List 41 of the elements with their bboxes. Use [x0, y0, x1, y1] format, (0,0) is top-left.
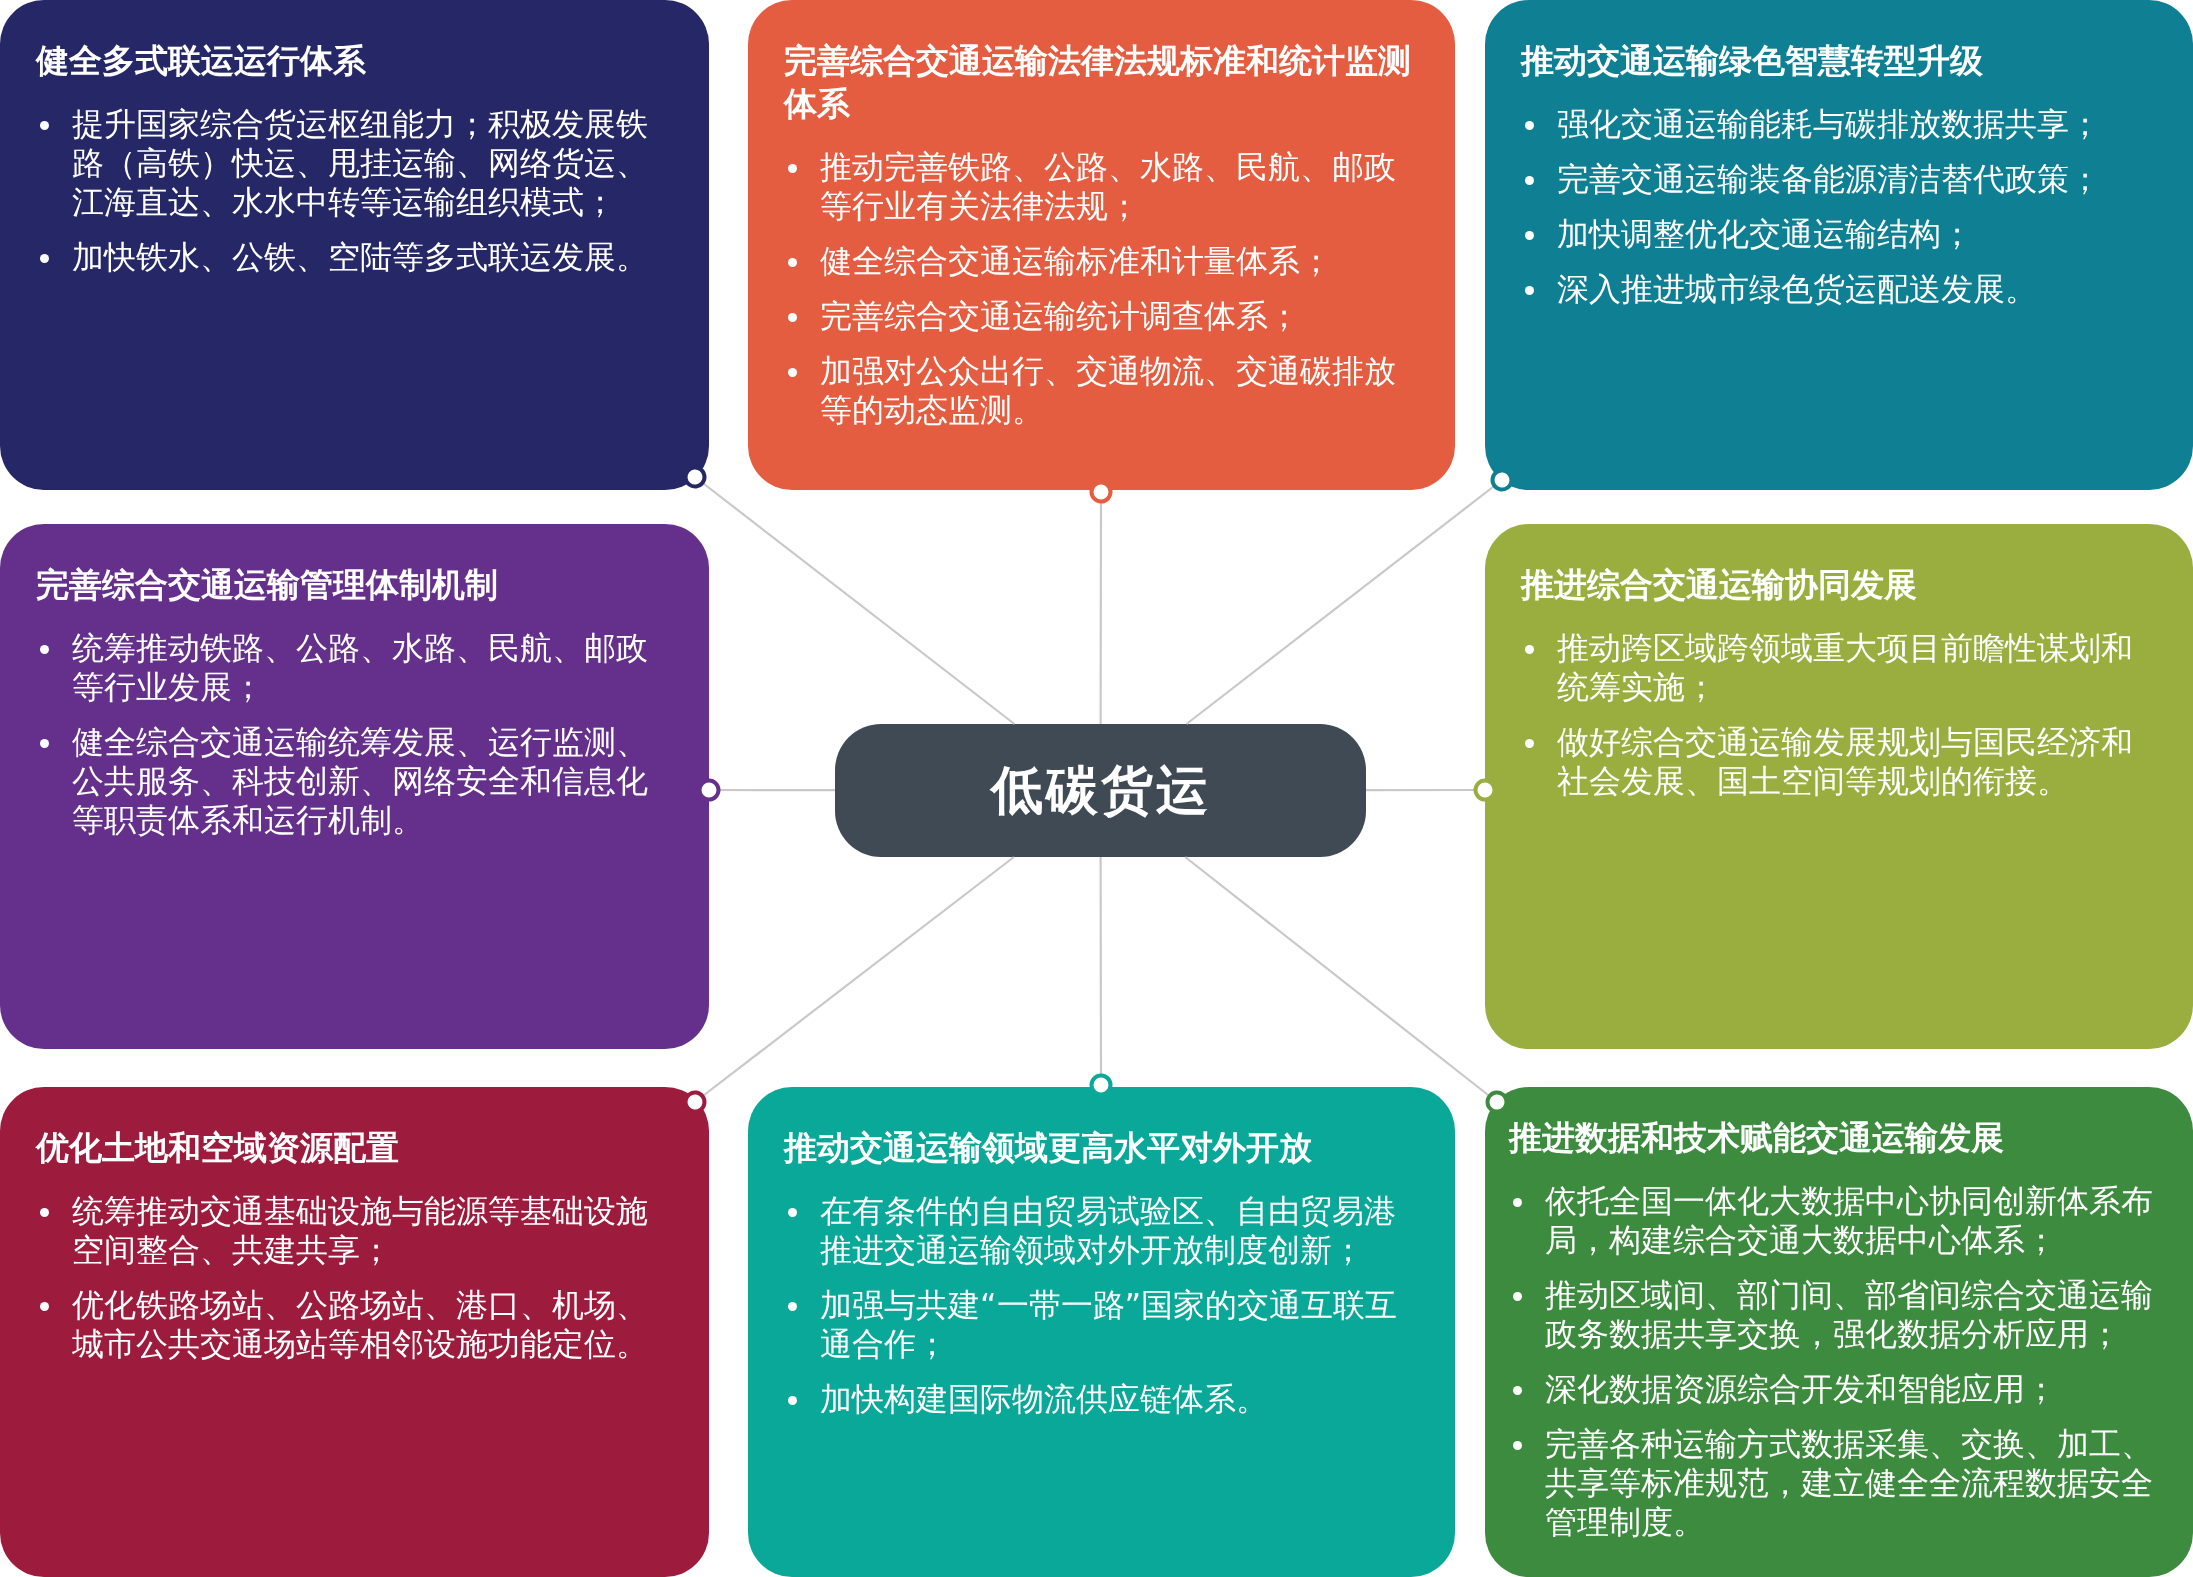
bullet-item: 深化数据资源综合开发和智能应用；: [1509, 1370, 2173, 1410]
bullet-item: 强化交通运输能耗与碳排放数据共享；: [1521, 105, 2161, 145]
card-heading: 完善综合交通运输管理体制机制: [36, 564, 499, 606]
connector-line: [683, 465, 1016, 725]
bullet-item: 统筹推动铁路、公路、水路、民航、邮政等行业发展；: [36, 629, 676, 708]
card-heading: 推动交通运输领域更高水平对外开放: [784, 1127, 1313, 1169]
bullet-item: 统筹推动交通基础设施与能源等基础设施空间整合、共建共享；: [36, 1192, 676, 1271]
topic-card: [0, 0, 709, 490]
bullet-item: 加快调整优化交通运输结构；: [1521, 215, 2161, 255]
bullet-item: 依托全国一体化大数据中心协同创新体系布局，构建综合交通大数据中心体系；: [1509, 1182, 2173, 1261]
bullet-item: 推动跨区域跨领域重大项目前瞻性谋划和统筹实施；: [1521, 629, 2161, 708]
card-heading: 完善综合交通运输法律法规标准和统计监测体系: [784, 40, 1412, 125]
topic-card: [1485, 0, 2193, 490]
bullet-item: 加快铁水、公铁、空陆等多式联运发展。: [36, 238, 676, 278]
bullet-item: 加快构建国际物流供应链体系。: [784, 1380, 1424, 1420]
bullet-item: 健全综合交通运输标准和计量体系；: [784, 242, 1424, 282]
bullet-item: 完善交通运输装备能源清洁替代政策；: [1521, 160, 2161, 200]
center-node: 低碳货运: [835, 724, 1366, 857]
topic-card: [0, 524, 709, 1049]
topic-card: [748, 1087, 1455, 1577]
bullet-item: 优化铁路场站、公路场站、港口、机场、城市公共交通场站等相邻设施功能定位。: [36, 1286, 676, 1365]
bullet-item: 完善各种运输方式数据采集、交换、加工、共享等标准规范，建立健全全流程数据安全管理制度。: [1509, 1425, 2173, 1543]
card-heading: 优化土地和空域资源配置: [36, 1127, 400, 1169]
topic-card: [1485, 524, 2193, 1049]
bullet-item: 推动区域间、部门间、部省间综合交通运输政务数据共享交换，强化数据分析应用；: [1509, 1276, 2173, 1355]
bullet-item: 加强对公众出行、交通物流、交通碳排放等的动态监测。: [784, 352, 1424, 431]
topic-card: [748, 0, 1455, 490]
bullet-item: 推动完善铁路、公路、水路、民航、邮政等行业有关法律法规；: [784, 148, 1424, 227]
card-heading: 推进数据和技术赋能交通运输发展: [1509, 1117, 2005, 1159]
bullet-item: 深入推进城市绿色货运配送发展。: [1521, 270, 2161, 310]
bullet-item: 健全综合交通运输统筹发展、运行监测、公共服务、科技创新、网络安全和信息化等职责体系和运行机制。: [36, 723, 676, 841]
bullet-item: 在有条件的自由贸易试验区、自由贸易港推进交通运输领域对外开放制度创新；: [784, 1192, 1424, 1271]
bullet-item: 完善综合交通运输统计调查体系；: [784, 297, 1424, 337]
bullet-item: 加强与共建“一带一路”国家的交通互联互通合作；: [784, 1286, 1424, 1365]
card-heading: 推进综合交通运输协同发展: [1521, 564, 1918, 606]
card-heading: 健全多式联运运行体系: [36, 40, 367, 82]
bullet-item: 提升国家综合货运枢纽能力；积极发展铁路（高铁）快运、甩挂运输、网络货运、江海直达、水水中转等运输组织模式；: [36, 105, 676, 223]
bullet-item: 做好综合交通运输发展规划与国民经济和社会发展、国土空间等规划的衔接。: [1521, 723, 2161, 802]
topic-card: [1485, 1087, 2193, 1577]
topic-card: [0, 1087, 709, 1577]
card-heading: 推动交通运输绿色智慧转型升级: [1521, 40, 1984, 82]
